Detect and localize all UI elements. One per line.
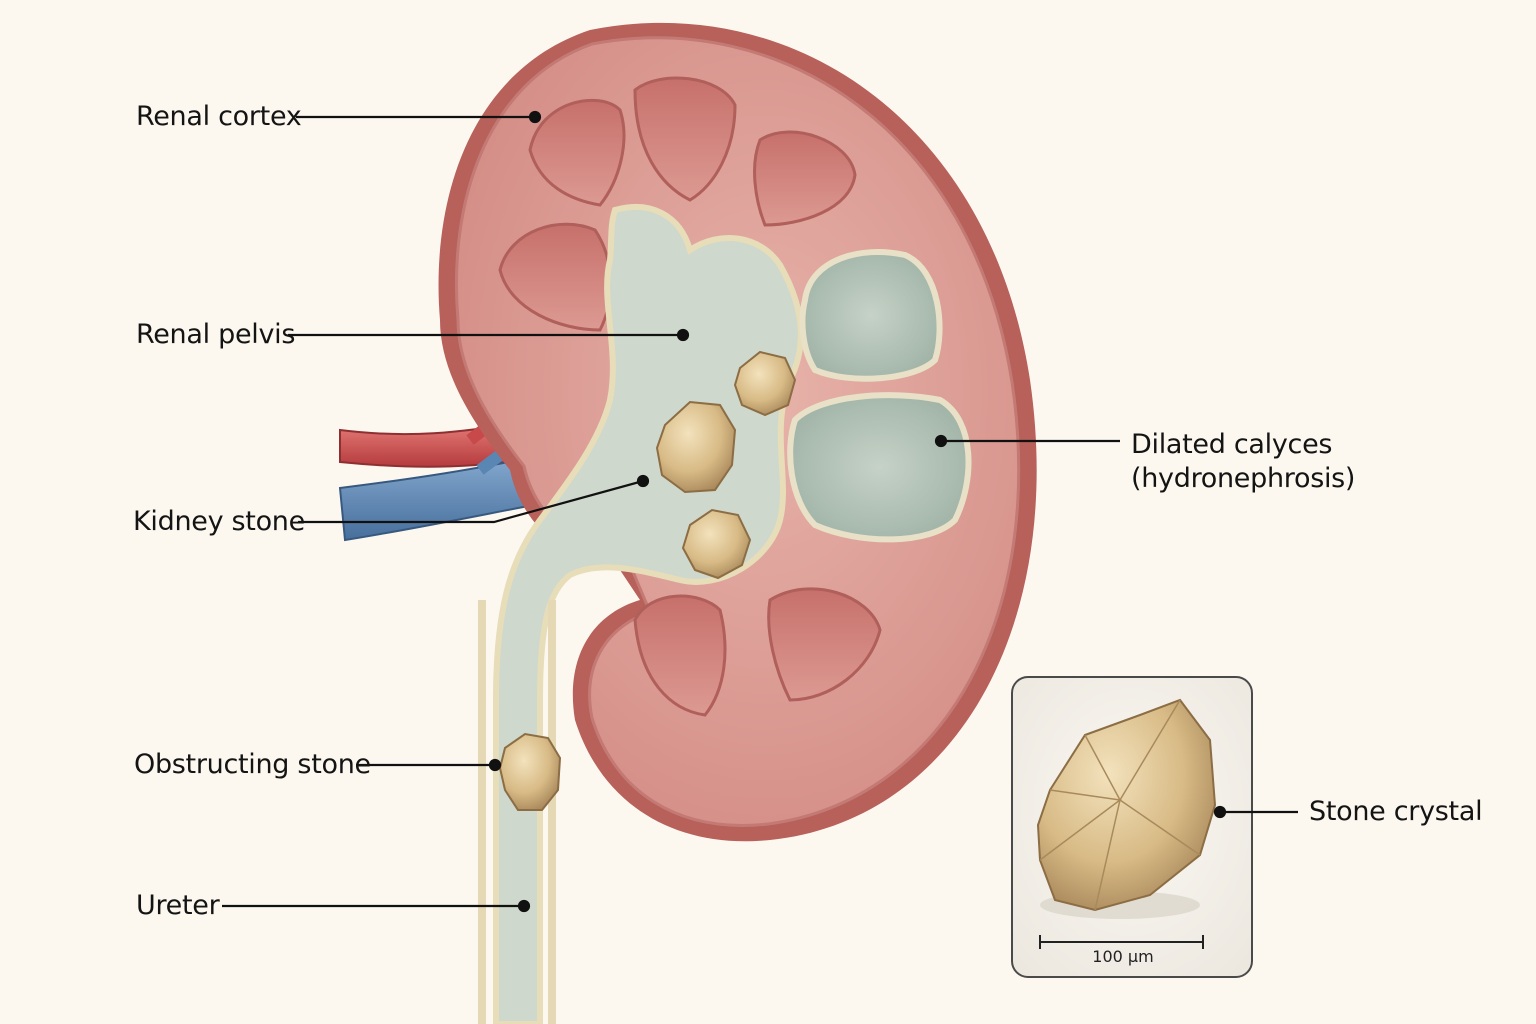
label-renal-cortex: Renal cortex (136, 101, 302, 132)
label-dilated-calyces: Dilated calyces (hydronephrosis) (1131, 428, 1361, 496)
label-obstructing-stone: Obstructing stone (134, 749, 371, 780)
stone-crystal-inset (1011, 676, 1253, 978)
label-dilated-calyces-line2: (hydronephrosis) (1131, 463, 1356, 494)
label-renal-pelvis: Renal pelvis (136, 319, 296, 350)
leader-lines (222, 110, 1298, 913)
medullary-pyramids (498, 76, 882, 717)
scale-bar-label: 100 µm (1092, 947, 1154, 966)
dilated-calyces (787, 249, 972, 543)
kidney-stones (498, 350, 797, 811)
label-dilated-calyces-line1: Dilated calyces (1131, 429, 1333, 460)
label-ureter: Ureter (136, 890, 220, 921)
label-stone-crystal: Stone crystal (1309, 796, 1483, 827)
label-kidney-stone: Kidney stone (133, 506, 305, 537)
